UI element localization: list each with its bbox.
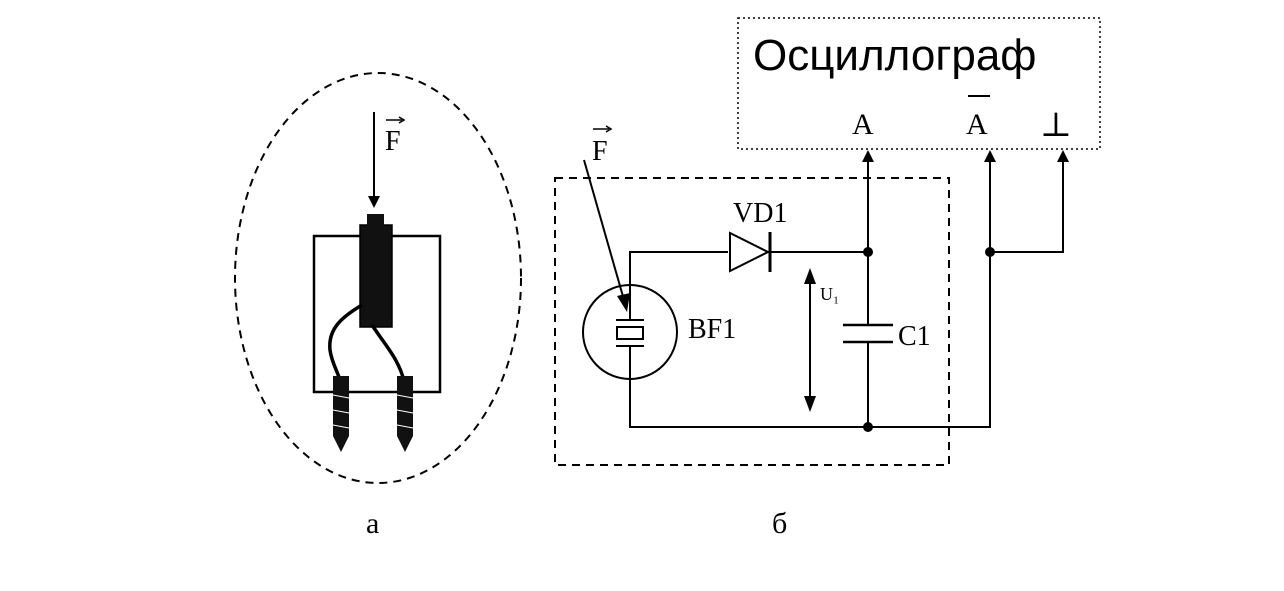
force-arrowhead-b <box>617 293 630 312</box>
piezo-top-cap <box>367 214 384 228</box>
panel-b-dashed-box <box>554 177 950 466</box>
arrowhead-channel-a-inverted <box>984 150 996 162</box>
arrowhead-ground <box>1057 150 1069 162</box>
sensor-label: BF1 <box>688 314 736 345</box>
channel-a-inverted-label: A <box>966 108 988 141</box>
ground-label: ⊥ <box>1040 107 1072 144</box>
pin-left <box>332 376 350 452</box>
oscilloscope-dotted-box <box>737 17 1101 150</box>
wire-bottom <box>629 252 991 428</box>
panel-b: F BF1 VD1 C1 U₁ <box>554 125 1069 540</box>
channel-a-label: A <box>852 108 874 141</box>
oscilloscope-title: Осциллограф <box>753 31 1037 80</box>
wire-top-left <box>629 251 728 287</box>
diode-label: VD1 <box>733 198 787 229</box>
voltage-arrowhead-down <box>804 396 816 412</box>
caption-b: б <box>772 507 787 540</box>
panel-a-dashed-ellipse <box>234 72 522 484</box>
force-label-a: F <box>385 126 401 157</box>
force-arrow-b <box>583 159 625 301</box>
pin-right <box>396 376 414 452</box>
node-bottom <box>863 422 873 432</box>
sensor-crystal <box>616 326 644 340</box>
force-vector-tip-b <box>605 125 613 133</box>
arrowhead-channel-a <box>862 150 874 162</box>
oscilloscope-block: Осциллограф A A ⊥ <box>737 17 1101 150</box>
piezo-element <box>359 224 393 328</box>
force-label-b: F <box>592 136 608 167</box>
voltage-label: U₁ <box>820 284 839 304</box>
force-arrowhead-a <box>368 196 380 208</box>
capacitor-label: C1 <box>898 321 931 352</box>
voltage-arrowhead-up <box>804 268 816 284</box>
panel-a: F а <box>234 72 522 540</box>
force-vector-tip-a <box>398 116 406 124</box>
diode-vd1-triangle <box>729 231 771 273</box>
caption-a: а <box>366 507 379 540</box>
wire-to-ground <box>990 160 1064 253</box>
